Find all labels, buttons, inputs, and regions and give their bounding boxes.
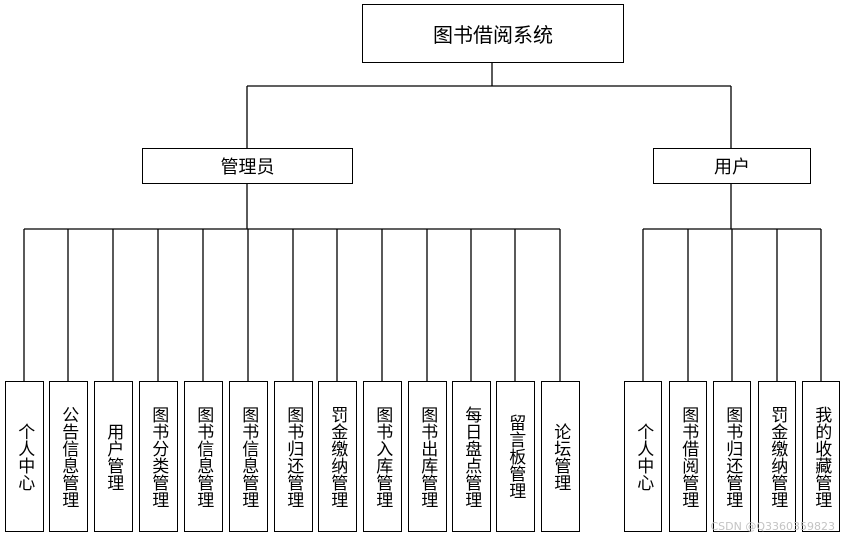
leaf-node: 罚金缴纳管理 xyxy=(317,381,357,532)
leaf-label: 罚金缴纳管理 xyxy=(327,405,348,508)
leaf-label: 图书入库管理 xyxy=(372,405,393,508)
leaf-node: 论坛管理 xyxy=(540,381,580,532)
group-node-user: 用户 xyxy=(653,148,811,184)
leaf-label: 图书借阅管理 xyxy=(678,405,699,508)
leaf-node: 图书出库管理 xyxy=(407,381,447,532)
leaf-label: 留言板管理 xyxy=(505,414,526,499)
leaf-node: 用户管理 xyxy=(93,381,133,532)
leaf-node: 图书分类管理 xyxy=(138,381,178,532)
leaf-node: 公告信息管理 xyxy=(48,381,88,532)
root-label: 图书借阅系统 xyxy=(433,23,553,47)
leaf-label: 图书归还管理 xyxy=(722,405,743,508)
leaf-node: 每日盘点管理 xyxy=(451,381,491,532)
leaf-label: 图书信息管理 xyxy=(238,405,259,508)
leaf-label: 每日盘点管理 xyxy=(461,405,482,508)
group-label-user: 用户 xyxy=(714,157,750,178)
leaf-label: 用户管理 xyxy=(103,422,124,491)
leaf-node: 个人中心 xyxy=(4,381,44,532)
leaf-node: 罚金缴纳管理 xyxy=(758,381,796,532)
leaf-label: 个人中心 xyxy=(14,422,35,491)
leaf-node: 图书归还管理 xyxy=(273,381,313,532)
leaf-label: 图书信息管理 xyxy=(193,405,214,508)
leaf-label: 图书出库管理 xyxy=(417,405,438,508)
group-label-admin: 管理员 xyxy=(220,157,275,178)
leaf-label: 论坛管理 xyxy=(550,422,571,491)
root-node: 图书借阅系统 xyxy=(362,4,624,63)
leaf-node: 图书借阅管理 xyxy=(669,381,707,532)
group-node-admin: 管理员 xyxy=(142,148,353,184)
leaf-label: 我的收藏管理 xyxy=(811,405,832,508)
leaf-node: 图书信息管理 xyxy=(228,381,268,532)
leaf-label: 罚金缴纳管理 xyxy=(767,405,788,508)
leaf-label: 公告信息管理 xyxy=(58,405,79,508)
leaf-node: 图书信息管理 xyxy=(183,381,223,532)
leaf-label: 图书分类管理 xyxy=(148,405,169,508)
leaf-node: 图书归还管理 xyxy=(713,381,751,532)
leaf-node: 图书入库管理 xyxy=(362,381,402,532)
watermark: CSDN @Q3360359823 xyxy=(710,520,835,533)
leaf-node: 留言板管理 xyxy=(495,381,535,532)
leaf-node: 我的收藏管理 xyxy=(802,381,840,532)
leaf-label: 图书归还管理 xyxy=(283,405,304,508)
leaf-node: 个人中心 xyxy=(624,381,662,532)
leaf-label: 个人中心 xyxy=(633,422,654,491)
